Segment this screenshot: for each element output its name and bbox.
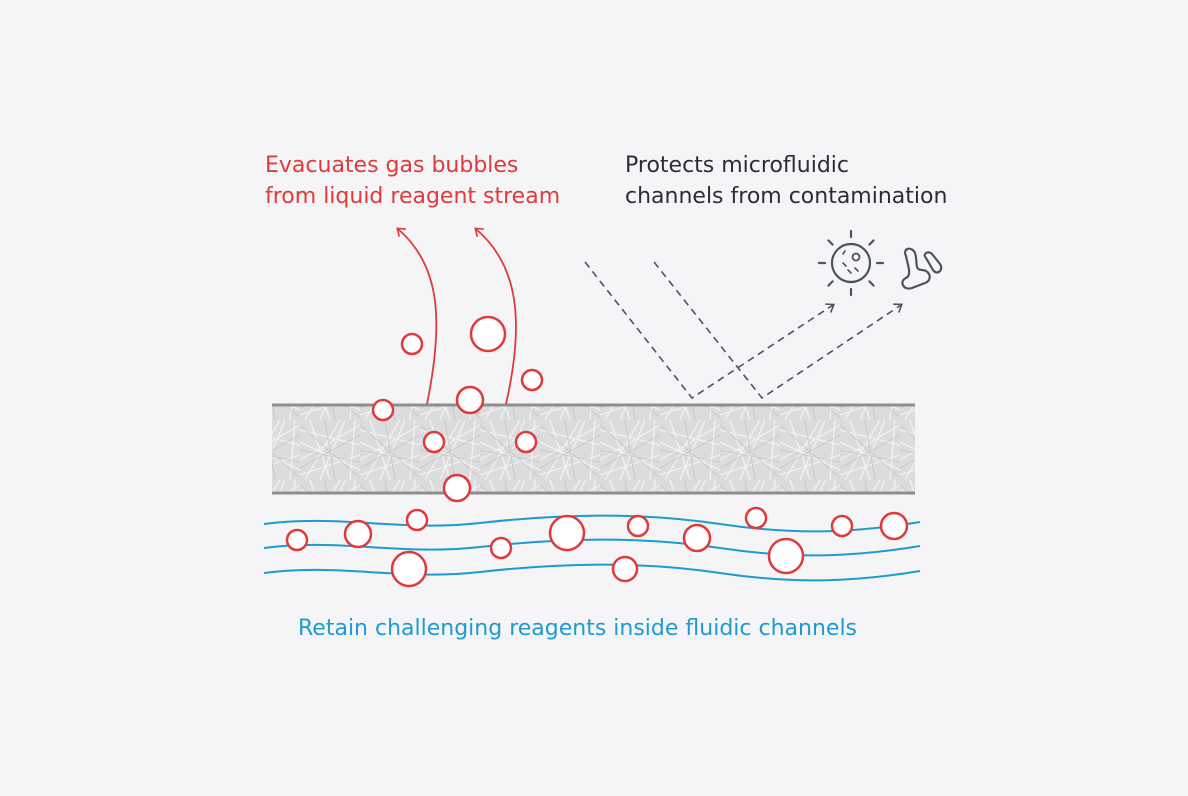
bubble bbox=[405, 508, 429, 532]
bubble bbox=[514, 430, 538, 454]
gas-arrow-1 bbox=[396, 227, 438, 405]
gas-evacuation-label: Evacuates gas bubbles from liquid reagen… bbox=[265, 150, 560, 212]
gas-evacuation-arrows bbox=[396, 227, 517, 405]
protect-label-line-2: channels from contamination bbox=[625, 184, 948, 209]
contamination-protection-label: Protects microfluidic channels from cont… bbox=[625, 150, 947, 212]
gas-arrow-2 bbox=[474, 227, 517, 405]
membrane-body bbox=[272, 405, 915, 493]
bubble bbox=[400, 332, 424, 356]
bubble bbox=[371, 398, 395, 422]
reagent-retention-label: Retain challenging reagents inside fluid… bbox=[298, 616, 858, 641]
bubble bbox=[455, 385, 485, 415]
gas-label-line-1: Evacuates gas bubbles bbox=[265, 153, 519, 178]
deflection-path-1 bbox=[584, 261, 835, 400]
bubble bbox=[390, 550, 428, 588]
bubble bbox=[489, 536, 513, 560]
bubble bbox=[285, 528, 309, 552]
bubble bbox=[422, 430, 446, 454]
bubble bbox=[830, 514, 854, 538]
bubble bbox=[879, 511, 909, 541]
membrane bbox=[272, 403, 915, 495]
fluid-streamline-1 bbox=[263, 514, 921, 533]
gas-label-line-2: from liquid reagent stream bbox=[265, 184, 561, 209]
gas-bubbles bbox=[285, 315, 909, 588]
fluid-streamline-2 bbox=[263, 538, 921, 557]
bacterium-icon bbox=[901, 247, 943, 290]
bubble bbox=[548, 514, 586, 552]
bubble bbox=[744, 506, 768, 530]
bubble bbox=[520, 368, 544, 392]
bubble bbox=[626, 514, 650, 538]
microbe-icon bbox=[817, 229, 885, 297]
bubble bbox=[682, 523, 712, 553]
bubble bbox=[442, 473, 472, 503]
deflection-path-2 bbox=[653, 261, 903, 400]
bubble bbox=[469, 315, 507, 353]
bubble bbox=[343, 519, 373, 549]
contamination-deflection-paths bbox=[584, 261, 903, 400]
fluid-streamline-3 bbox=[263, 563, 921, 582]
bubble bbox=[611, 555, 639, 583]
fluid-channel bbox=[263, 514, 921, 582]
protect-label-line-1: Protects microfluidic bbox=[625, 153, 849, 178]
bubble bbox=[767, 537, 805, 575]
